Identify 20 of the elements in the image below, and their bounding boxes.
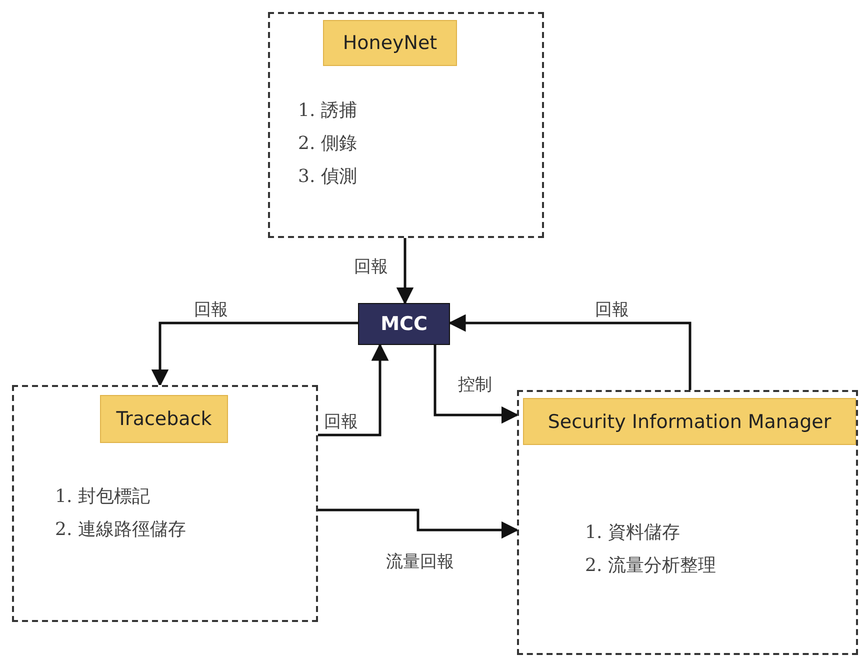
process-box: MCC [358, 303, 450, 345]
list-item: 2. 流量分析整理 [585, 555, 716, 577]
list-item: 1. 誘捕 [298, 100, 357, 122]
dashed-container-box [12, 385, 318, 622]
title-box: HoneyNet [323, 20, 457, 66]
title-box: Security Information Manager [523, 398, 856, 445]
arrow [318, 343, 389, 436]
dashed-container-box [517, 390, 858, 655]
arrow [151, 322, 358, 387]
list-item: 2. 側錄 [298, 133, 357, 155]
list-item: 1. 封包標記 [55, 486, 150, 508]
dashed-container-box [268, 12, 544, 238]
arrow [434, 345, 519, 424]
list-item: 2. 連線路徑儲存 [55, 519, 186, 541]
arrow [318, 508, 519, 539]
title-box: Traceback [100, 395, 228, 443]
list-item: 3. 偵測 [298, 166, 357, 188]
arrow [448, 314, 692, 390]
arrow [396, 238, 414, 305]
list-item: 1. 資料儲存 [585, 522, 680, 544]
